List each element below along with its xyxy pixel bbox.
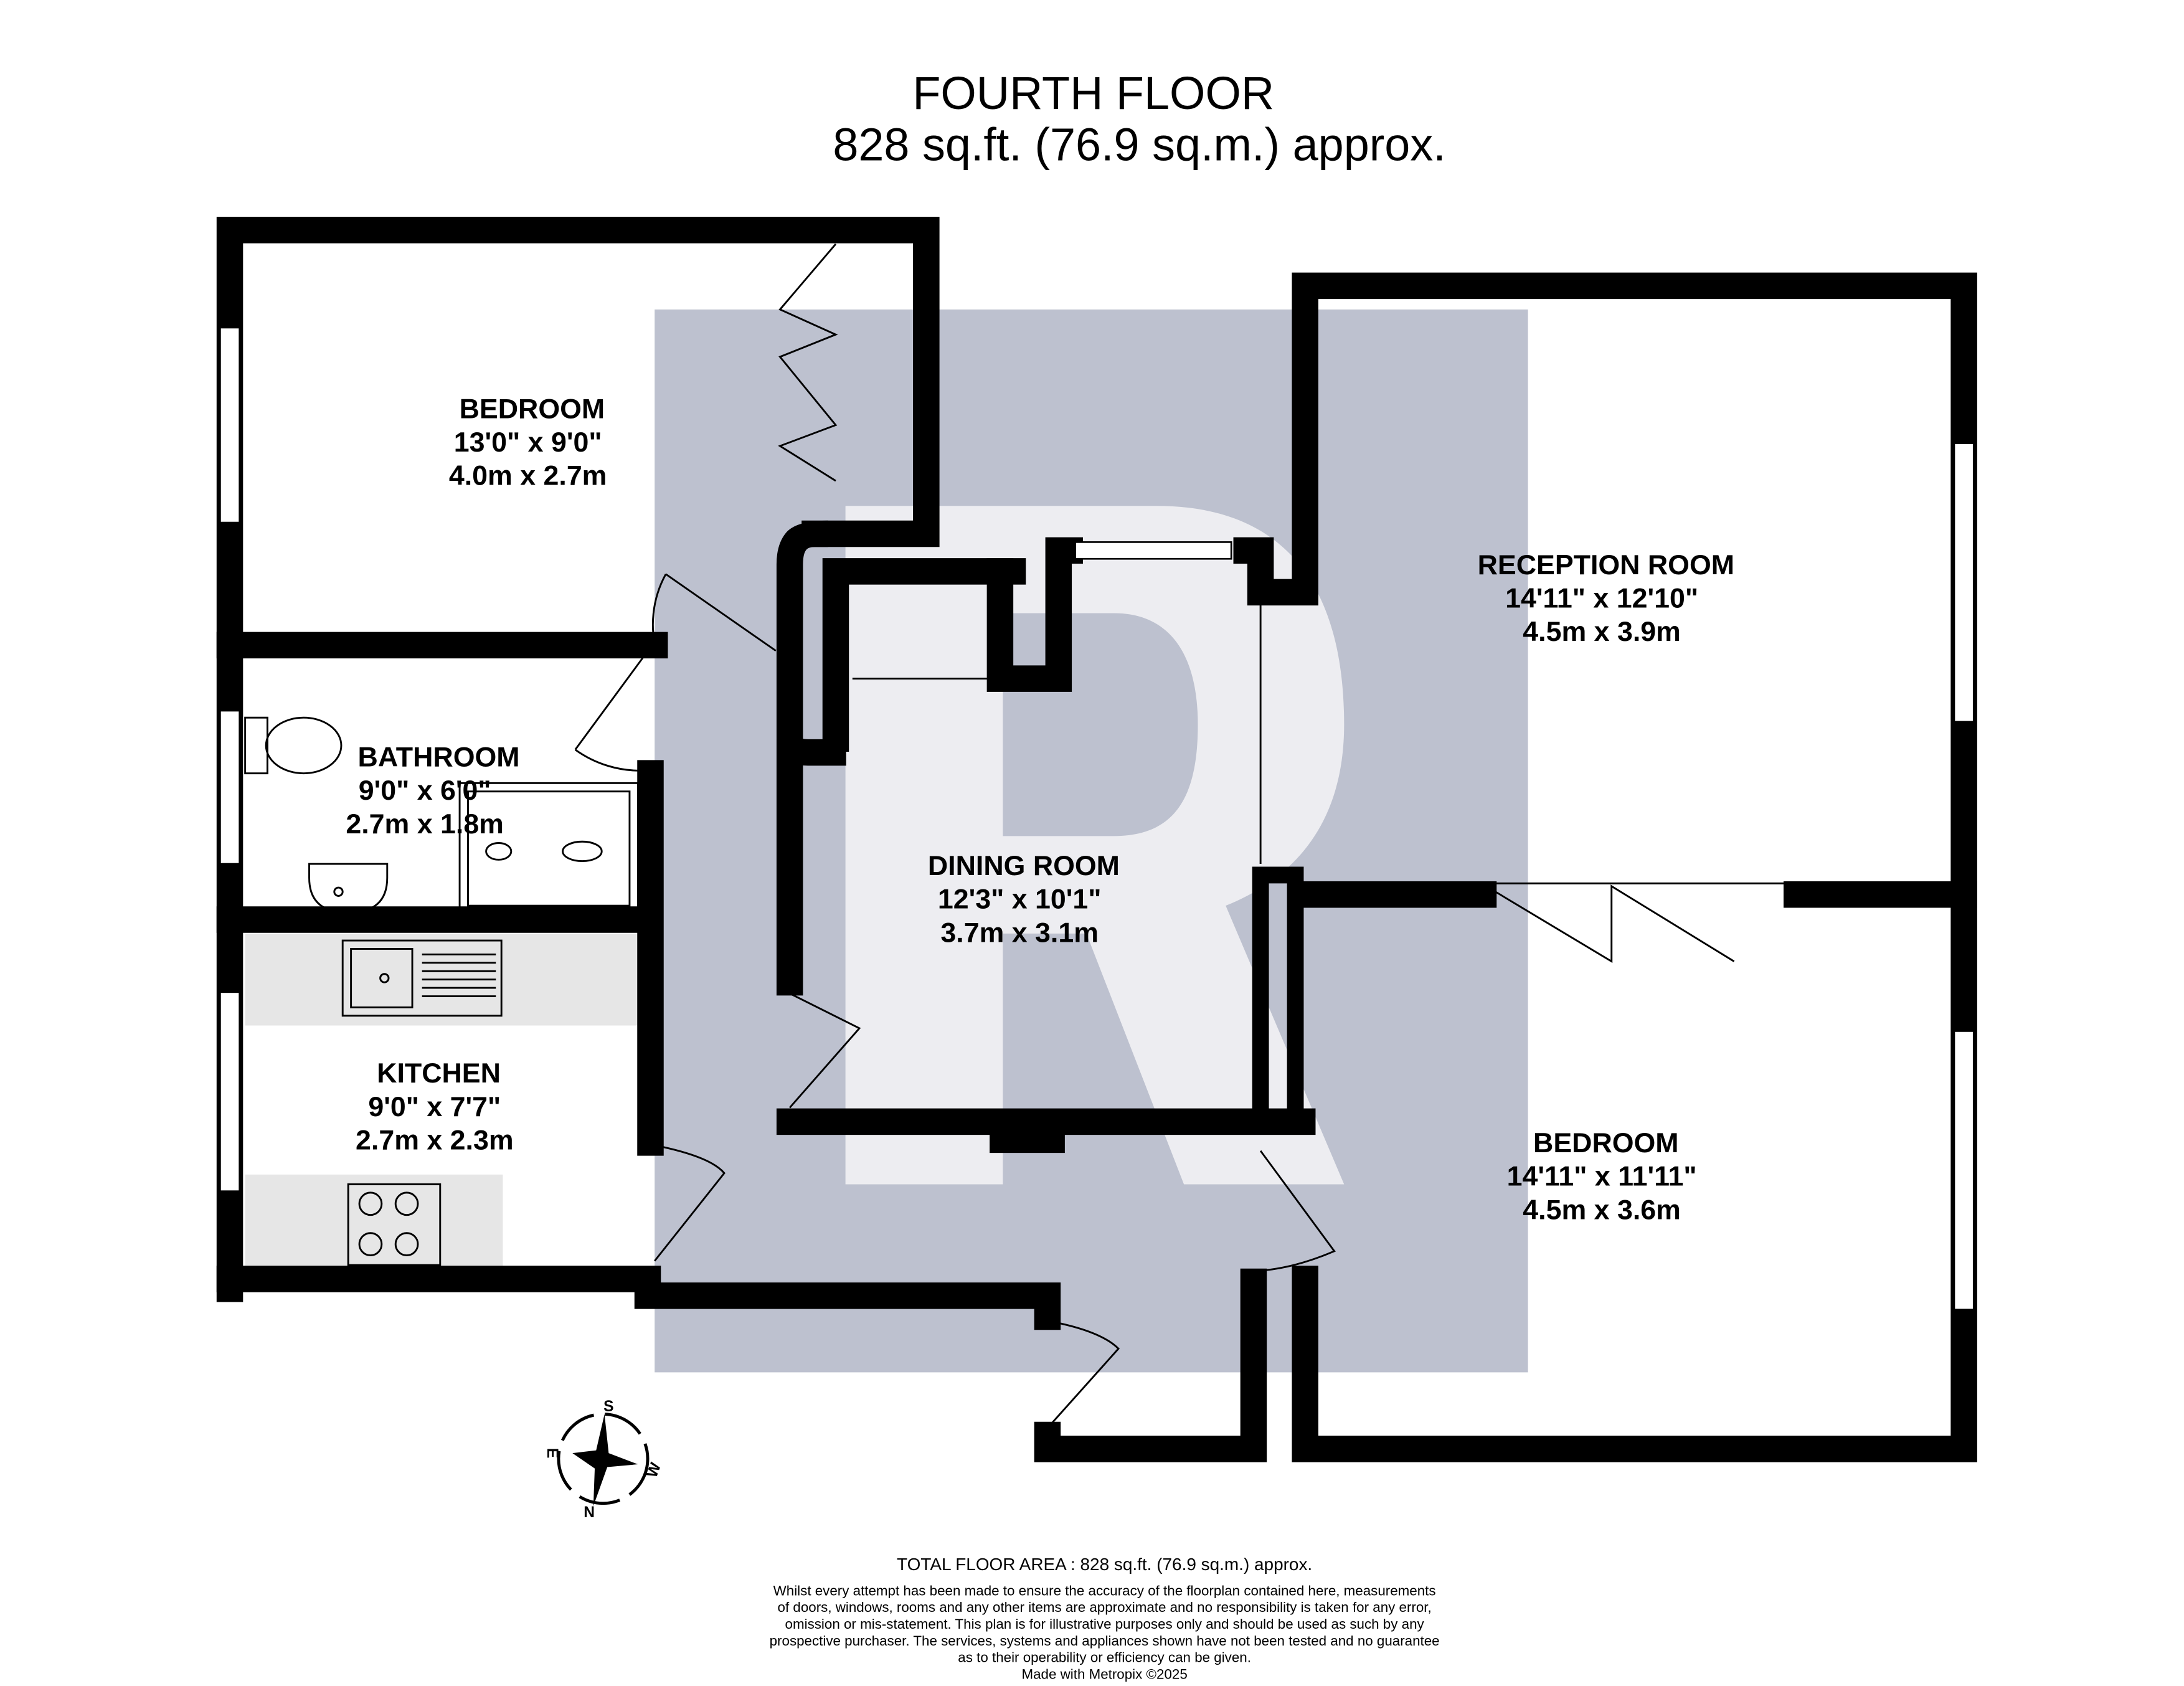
- room-label-dining-room: DINING ROOM 12'3" x 10'1" 3.7m x 3.1m: [928, 851, 1120, 948]
- walls: [216, 217, 1977, 1462]
- svg-text:omission or mis-statement. Thi: omission or mis-statement. This plan is …: [785, 1616, 1425, 1632]
- svg-text:BATHROOM: BATHROOM: [358, 742, 520, 772]
- svg-text:9'0" x 7'7": 9'0" x 7'7": [368, 1092, 501, 1122]
- kitchen-sink-icon: [341, 939, 503, 1017]
- total-floor-area: TOTAL FLOOR AREA : 828 sq.ft. (76.9 sq.m…: [897, 1555, 1312, 1574]
- svg-text:14'11" x 12'10": 14'11" x 12'10": [1505, 584, 1698, 614]
- floor-title: FOURTH FLOOR: [912, 67, 1274, 119]
- svg-text:3.7m x 3.1m: 3.7m x 3.1m: [940, 917, 1099, 948]
- svg-text:as to their operability or eff: as to their operability or efficiency ca…: [958, 1650, 1251, 1665]
- svg-text:4.0m x 2.7m: 4.0m x 2.7m: [449, 461, 607, 491]
- fixtures: [244, 716, 639, 1266]
- svg-text:E: E: [544, 1448, 560, 1458]
- svg-text:14'11" x 11'11": 14'11" x 11'11": [1507, 1162, 1697, 1192]
- floor-area: 828 sq.ft. (76.9 sq.m.) approx.: [833, 119, 1445, 171]
- svg-text:DINING ROOM: DINING ROOM: [928, 851, 1120, 881]
- svg-text:BEDROOM: BEDROOM: [460, 394, 605, 424]
- svg-text:RECEPTION ROOM: RECEPTION ROOM: [1478, 550, 1734, 580]
- room-label-bedroom-1: BEDROOM 13'0" x 9'0" 4.0m x 2.7m: [449, 394, 607, 491]
- room-label-reception-room: RECEPTION ROOM 14'11" x 12'10" 4.5m x 3.…: [1478, 550, 1734, 647]
- svg-text:of doors, windows, rooms and a: of doors, windows, rooms and any other i…: [778, 1599, 1432, 1615]
- doors: [574, 243, 1794, 1429]
- svg-text:N: N: [584, 1504, 595, 1521]
- svg-text:13'0" x 9'0": 13'0" x 9'0": [454, 427, 602, 458]
- credit: Made with Metropix ©2025: [1021, 1666, 1187, 1682]
- room-label-kitchen: KITCHEN 9'0" x 7'7" 2.7m x 2.3m: [356, 1058, 514, 1155]
- svg-text:2.7m x 2.3m: 2.7m x 2.3m: [356, 1125, 514, 1156]
- svg-text:4.5m x 3.9m: 4.5m x 3.9m: [1523, 617, 1681, 647]
- svg-text:9'0" x 6'0": 9'0" x 6'0": [359, 775, 491, 806]
- svg-text:S: S: [603, 1398, 613, 1415]
- shower-icon: [458, 782, 639, 916]
- kitchen-counter-bottom: [245, 1174, 503, 1267]
- compass-icon: S E W N: [544, 1398, 664, 1521]
- watermark-logo: [845, 506, 1345, 1185]
- svg-text:2.7m x 1.8m: 2.7m x 1.8m: [346, 809, 504, 840]
- svg-text:Whilst every attempt has been: Whilst every attempt has been made to en…: [773, 1583, 1436, 1598]
- svg-text:BEDROOM: BEDROOM: [1533, 1128, 1679, 1158]
- svg-text:4.5m x 3.6m: 4.5m x 3.6m: [1523, 1195, 1681, 1225]
- toilet-icon: [244, 716, 343, 775]
- room-label-bathroom: BATHROOM 9'0" x 6'0" 2.7m x 1.8m: [346, 742, 519, 839]
- room-label-bedroom-2: BEDROOM 14'11" x 11'11" 4.5m x 3.6m: [1507, 1128, 1697, 1225]
- svg-text:12'3" x 10'1": 12'3" x 10'1": [938, 884, 1102, 915]
- sink-icon: [308, 863, 389, 914]
- disclaimer: Whilst every attempt has been made to en…: [770, 1583, 1440, 1665]
- hob-icon: [347, 1183, 442, 1266]
- svg-text:prospective purchaser. The ser: prospective purchaser. The services, sys…: [770, 1633, 1440, 1649]
- windows: [219, 326, 1975, 1311]
- svg-text:KITCHEN: KITCHEN: [377, 1058, 501, 1089]
